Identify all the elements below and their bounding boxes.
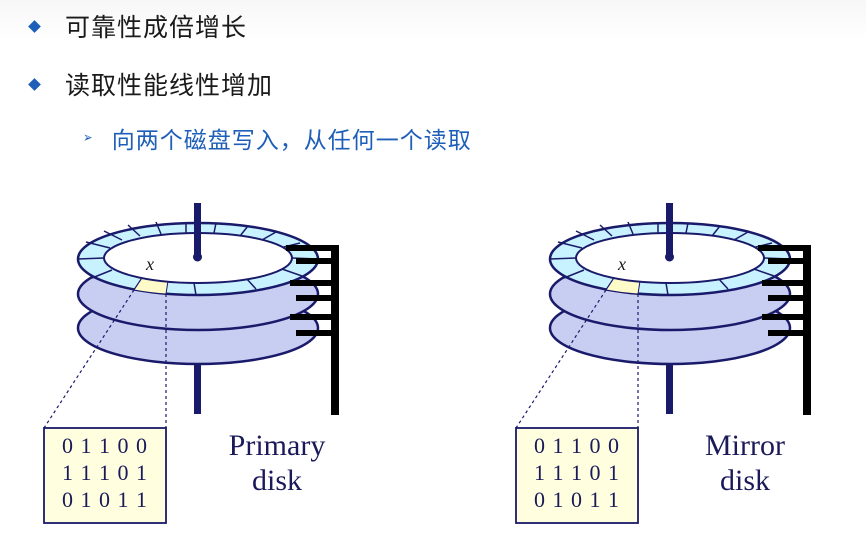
- bits-row: 0 1 1 0 0: [62, 433, 148, 458]
- bits-row: 1 1 1 0 1: [62, 460, 148, 485]
- primary-caption-line2: disk: [252, 464, 302, 497]
- block-label-x: x: [145, 254, 154, 274]
- mirror-caption-line1: Mirror: [705, 429, 785, 462]
- bullet-reliability: 可靠性成倍增长: [28, 8, 248, 44]
- block-label-x: x: [617, 254, 626, 274]
- arrow-bullet-icon: ➢: [83, 130, 93, 146]
- sub-bullet-text: 向两个磁盘写入，从任何一个读取: [111, 128, 472, 154]
- bullet-text: 可靠性成倍增长: [65, 13, 248, 42]
- bits-row: 0 1 1 0 0: [534, 433, 620, 458]
- bits-row: 1 1 1 0 1: [534, 460, 620, 485]
- bits-row: 0 1 0 1 1: [534, 487, 620, 512]
- sub-bullet-write-read: ➢ 向两个磁盘写入，从任何一个读取: [82, 121, 472, 155]
- primary-caption-line1: Primary: [229, 429, 326, 462]
- mirror-caption-line2: disk: [720, 464, 770, 497]
- bullet-text: 读取性能线性增加: [65, 71, 274, 100]
- bits-row: 0 1 0 1 1: [62, 487, 148, 512]
- bullet-read-performance: 读取性能线性增加: [28, 66, 274, 102]
